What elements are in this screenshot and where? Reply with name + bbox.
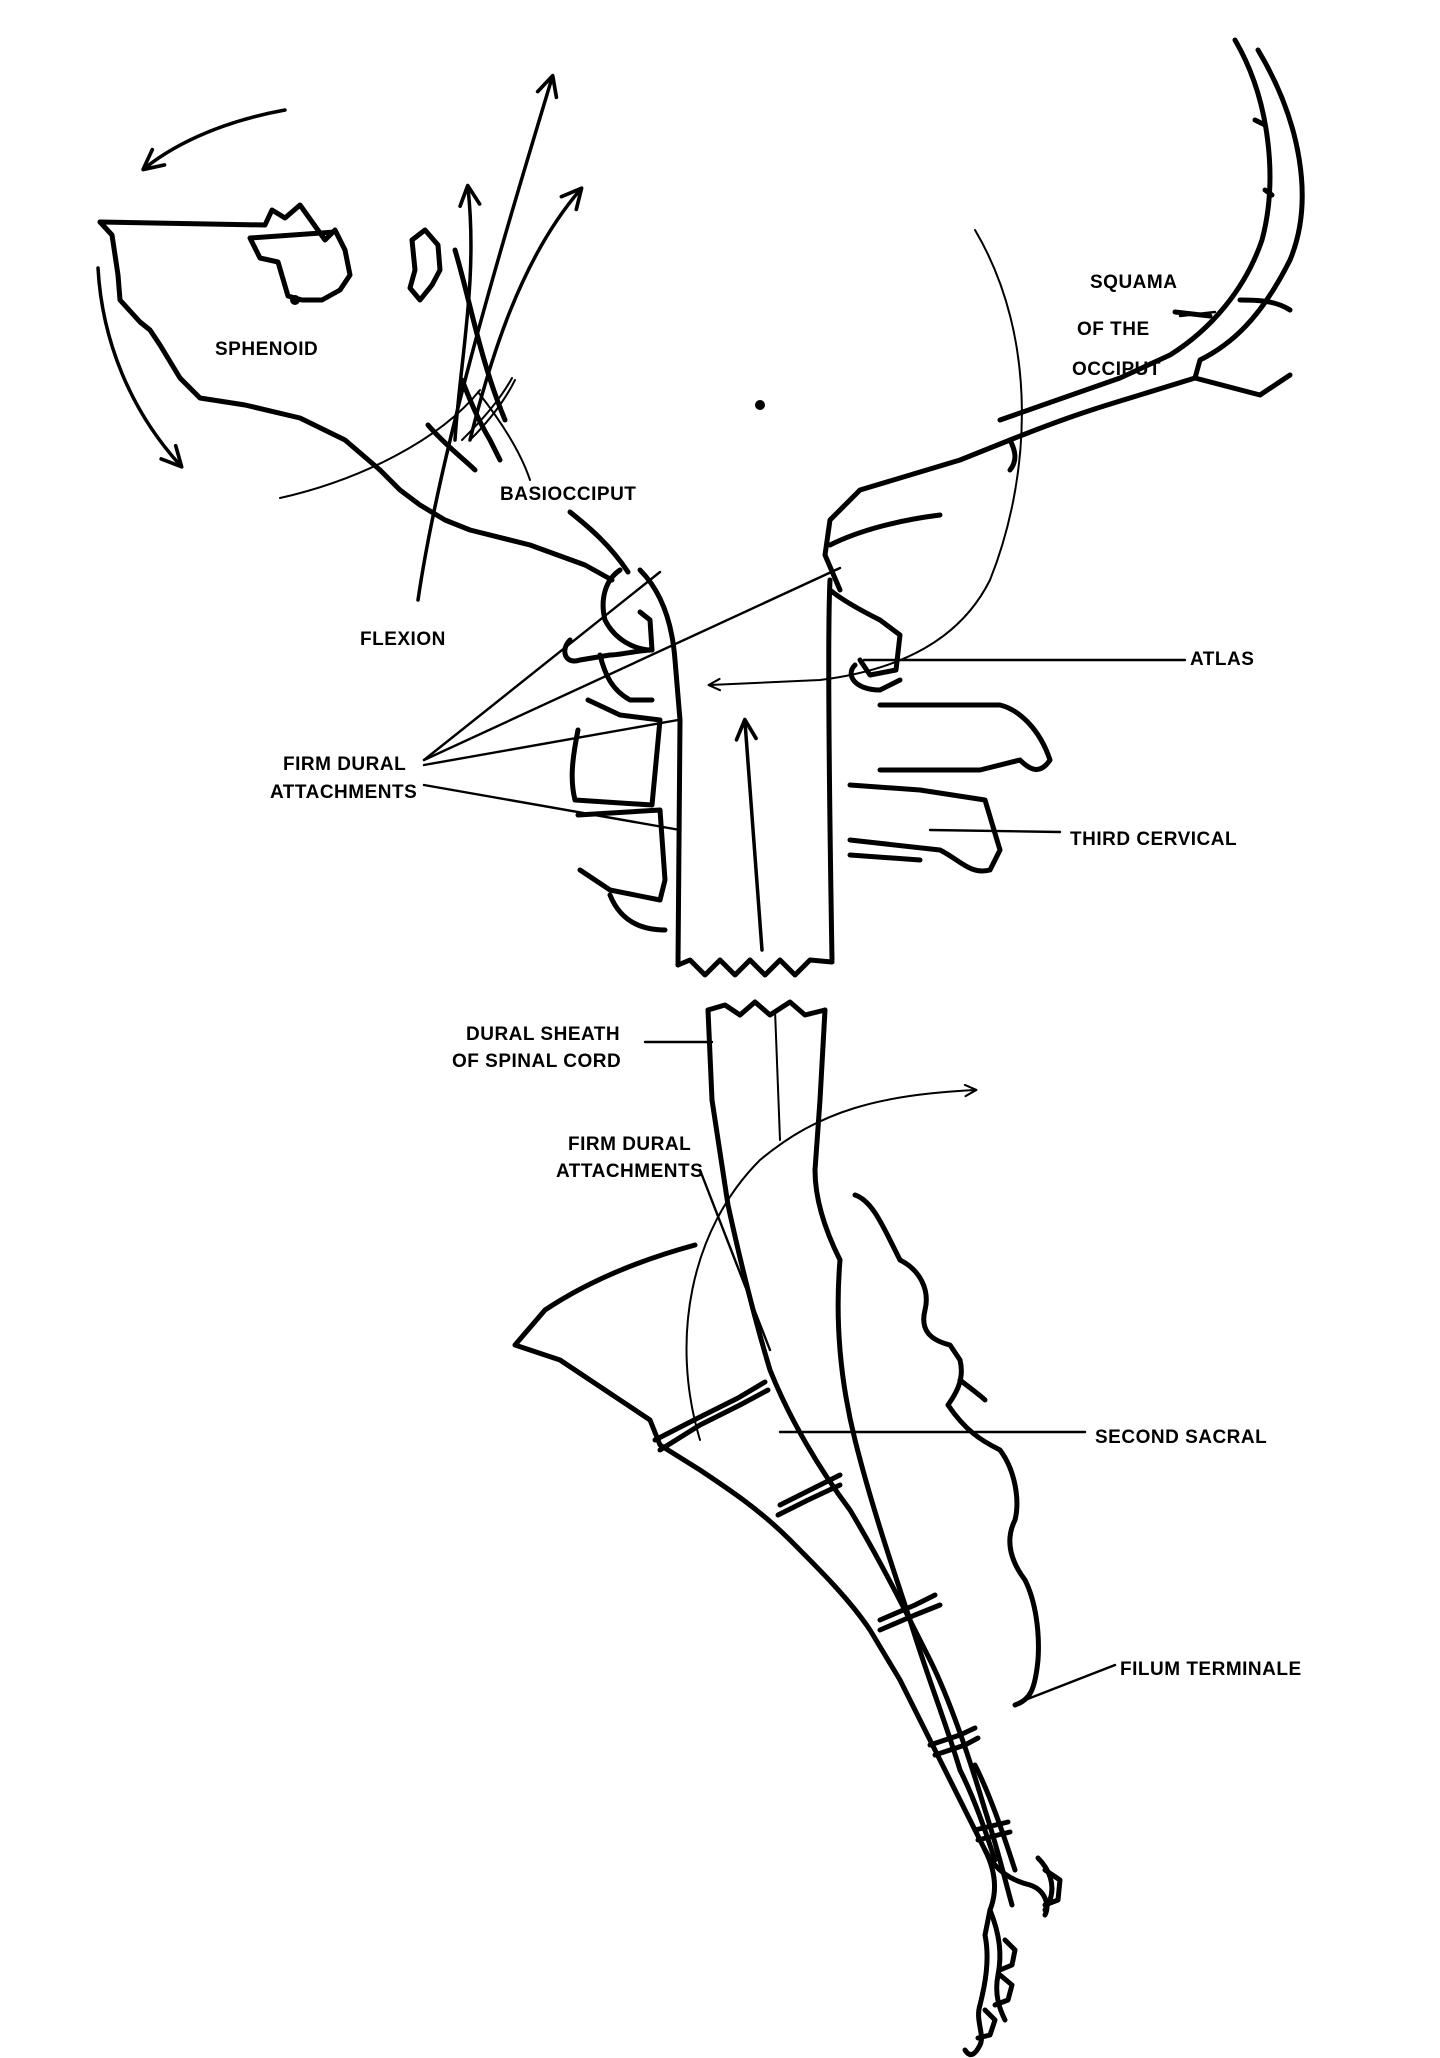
flexion-arrow-outer [416, 73, 559, 602]
label-squama-line3: OCCIPUT [1072, 359, 1161, 380]
flexion-arrow-inner [453, 183, 482, 442]
label-firm-dural-upper-line2: ATTACHMENTS [270, 782, 417, 803]
sphenoid-bone [97, 202, 481, 499]
label-flexion: FLEXION [360, 629, 446, 650]
label-firm-dural-upper-line1: FIRM DURAL [283, 754, 406, 775]
squama-occiput [755, 37, 1305, 593]
label-squama-line2: OF THE [1077, 319, 1150, 340]
label-firm-dural-lower-line2: ATTACHMENTS [556, 1161, 703, 1182]
dural-upward-arrow [734, 717, 764, 952]
label-atlas: ATLAS [1190, 649, 1254, 670]
label-firm-dural-lower-line1: FIRM DURAL [568, 1134, 691, 1155]
dural-sheath-lower [705, 999, 843, 1263]
label-basiocciput: BASIOCCIPUT [500, 484, 636, 505]
label-squama-line1: SQUAMA [1090, 272, 1177, 293]
sphenoid-rotation-arrow-left [96, 266, 184, 469]
sphenoid-rotation-arrow-top [141, 108, 287, 172]
filum-terminale [957, 1762, 1018, 1873]
label-filum-terminale: FILUM TERMINALE [1120, 1659, 1302, 1680]
leader-lines [422, 310, 1217, 1702]
sphenoid-center-dot [290, 295, 300, 305]
label-dural-sheath-line1: DURAL SHEATH [466, 1024, 620, 1045]
flexion-arrow-middle [468, 186, 584, 442]
label-third-cervical: THIRD CERVICAL [1070, 829, 1237, 850]
sacrum [512, 1192, 1063, 2058]
dural-sheath-upper [637, 567, 835, 978]
label-sphenoid: SPHENOID [215, 339, 318, 360]
occipital-arc [707, 229, 1023, 692]
sacral-arc [685, 1083, 978, 1441]
label-second-sacral: SECOND SACRAL [1095, 1427, 1267, 1448]
occiput-bone [377, 247, 631, 583]
cervical-spine [562, 567, 1053, 933]
label-dural-sheath-line2: OF SPINAL CORD [452, 1051, 621, 1072]
occipital-center-dot [755, 400, 765, 410]
